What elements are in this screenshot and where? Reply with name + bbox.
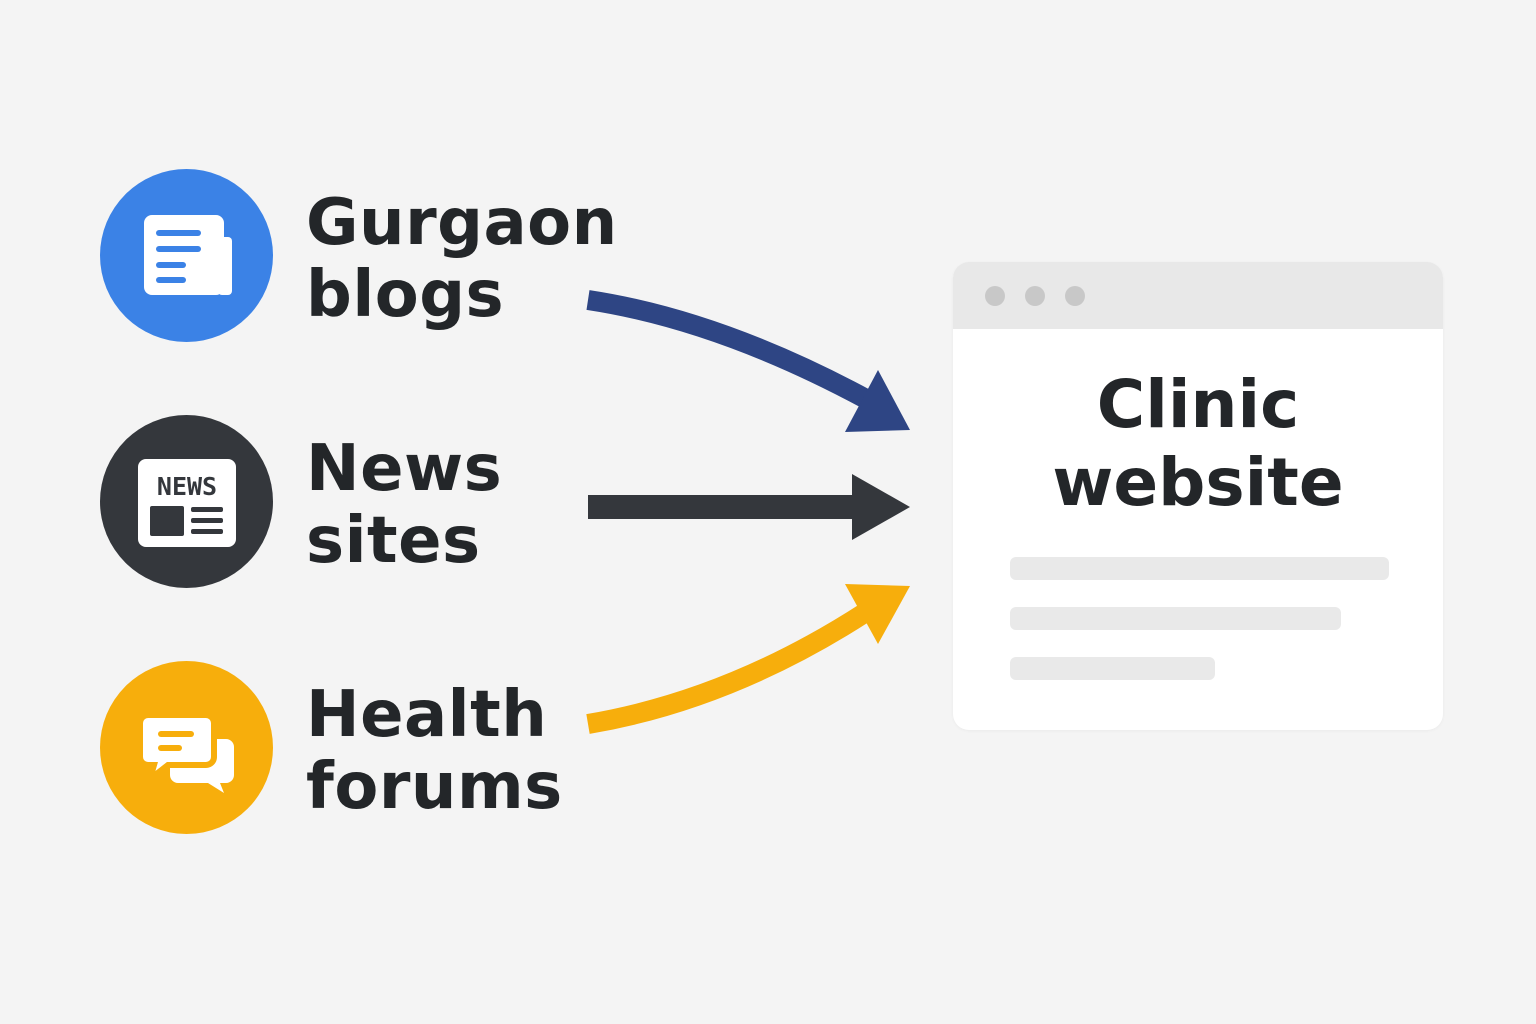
clinic-website-window: Clinic website [953, 262, 1443, 730]
window-title-line1: Clinic [1096, 366, 1300, 443]
source-label-line1: Gurgaon [306, 186, 618, 260]
window-titlebar [953, 262, 1443, 329]
window-dot [985, 286, 1005, 306]
chat-bubbles-icon [100, 661, 273, 834]
source-label: Health forums [306, 679, 563, 823]
source-label-line1: Health [306, 678, 548, 752]
window-title: Clinic website [953, 366, 1443, 522]
newspaper-icon: NEWS [100, 415, 273, 588]
arrow-forums-to-website [586, 584, 910, 734]
source-gurgaon-blogs: Gurgaon blogs [100, 169, 660, 345]
source-label-line2: sites [306, 504, 481, 578]
forum-circle [100, 661, 273, 834]
source-health-forums: Health forums [100, 661, 660, 837]
source-label-line2: blogs [306, 258, 505, 332]
window-title-line2: website [1052, 444, 1344, 521]
source-label-line1: News [306, 432, 503, 506]
document-icon [100, 169, 273, 342]
content-placeholder-line [1010, 607, 1341, 630]
source-label-line2: forums [306, 750, 563, 824]
source-label: Gurgaon blogs [306, 187, 618, 331]
arrow-blogs-to-website [586, 290, 910, 432]
news-circle: NEWS [100, 415, 273, 588]
content-placeholder-line [1010, 657, 1215, 680]
news-icon-text: NEWS [157, 472, 217, 501]
window-dot [1025, 286, 1045, 306]
source-label: News sites [306, 433, 502, 577]
source-news-sites: NEWS News sites [100, 415, 660, 591]
arrow-news-to-website [588, 474, 910, 540]
window-dot [1065, 286, 1085, 306]
blog-circle [100, 169, 273, 342]
content-placeholder-line [1010, 557, 1389, 580]
